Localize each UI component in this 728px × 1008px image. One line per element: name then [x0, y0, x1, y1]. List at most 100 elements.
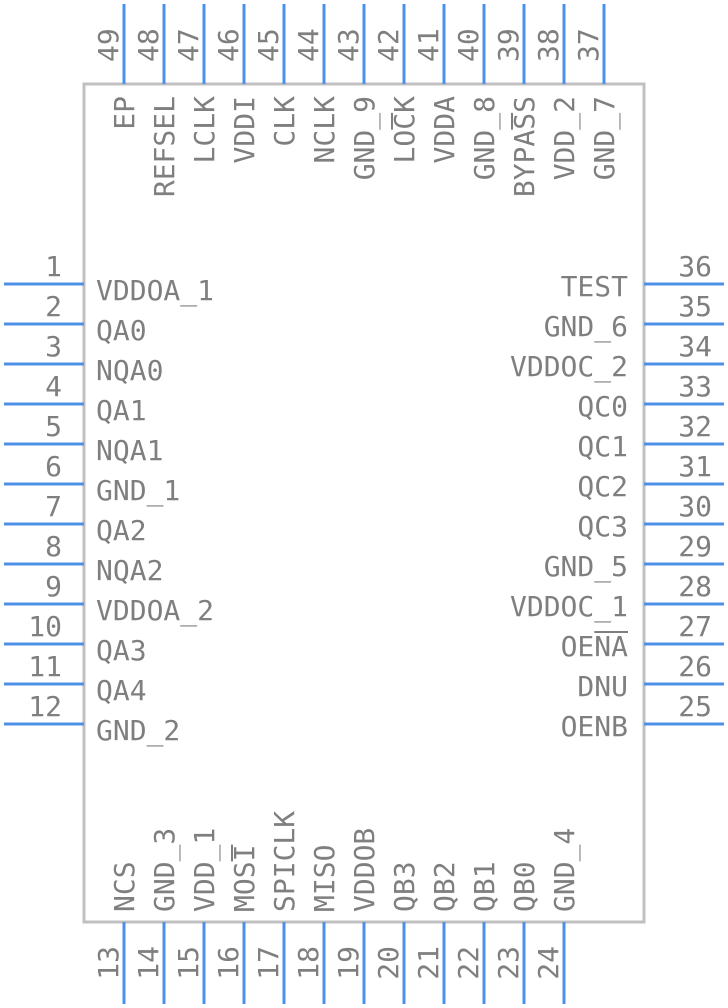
pin-number: 24 [532, 946, 565, 980]
pin-name: QB0 [508, 861, 541, 912]
pin-number: 34 [678, 330, 712, 363]
pin-gnd-3: 14 GND_3 [132, 828, 182, 1004]
pin-number: 49 [92, 28, 125, 62]
pin-number: 11 [28, 650, 62, 683]
pin-name: BYPASS [508, 96, 541, 197]
pin-number: 37 [572, 28, 605, 62]
pin-number: 6 [45, 450, 62, 483]
pin-name: GND_3 [148, 828, 182, 912]
pin-name: VDDA [428, 96, 461, 164]
ic-body [82, 82, 646, 924]
pin-number: 48 [132, 28, 165, 62]
pin-number: 27 [678, 610, 712, 643]
pin-name: MISO [308, 845, 341, 912]
pin-name: EP [108, 96, 141, 130]
pin-name: QA0 [96, 314, 147, 347]
pin-number: 3 [45, 330, 62, 363]
pin-number: 35 [678, 290, 712, 323]
pin-name: QC0 [577, 390, 628, 423]
pin-qb0: 23 QB0 [492, 861, 541, 1004]
pin-number: 25 [678, 690, 712, 723]
pin-number: 17 [252, 946, 285, 980]
pin-number: 32 [678, 410, 712, 443]
pin-number: 1 [45, 250, 62, 283]
pin-number: 39 [492, 28, 525, 62]
pin-name: SPICLK [268, 811, 301, 912]
pin-name: GND_1 [96, 474, 180, 508]
pin-name: NQA1 [96, 434, 163, 467]
pin-name: VDDOA_1 [96, 274, 214, 308]
pin-name: LCLK [188, 96, 221, 164]
pin-name: QC1 [577, 430, 628, 463]
pin-name: MOSI [228, 845, 261, 912]
pin-name: QC2 [577, 470, 628, 503]
pin-name: QB3 [388, 861, 421, 912]
pin-name: NCS [108, 861, 141, 912]
pin-number: 26 [678, 650, 712, 683]
pin-name: TEST [561, 270, 629, 303]
pin-name: LOCK [388, 96, 421, 164]
pin-number: 45 [252, 28, 285, 62]
pin-name: VDDOA_2 [96, 594, 214, 628]
pin-name: NCLK [308, 96, 341, 164]
pin-name: QA1 [96, 394, 147, 427]
pin-number: 4 [45, 370, 62, 403]
pin-name: VDDI [228, 96, 261, 163]
pin-number: 47 [172, 28, 205, 62]
pin-number: 12 [28, 690, 62, 723]
pin-mosi: 16 MOSI [212, 845, 261, 1004]
pin-number: 10 [28, 610, 62, 643]
pin-number: 43 [332, 28, 365, 62]
pin-number: 14 [132, 946, 165, 980]
pin-number: 33 [678, 370, 712, 403]
pin-number: 15 [172, 946, 205, 980]
pin-spiclk: 17 SPICLK [252, 811, 301, 1004]
pin-number: 30 [678, 490, 712, 523]
pin-number: 36 [678, 250, 712, 283]
pin-name: QA4 [96, 674, 147, 707]
pin-number: 16 [212, 946, 245, 980]
pin-name: GND_7 [588, 96, 622, 180]
pin-number: 31 [678, 450, 712, 483]
pin-name: QB1 [468, 861, 501, 912]
pin-number: 44 [292, 28, 325, 62]
pin-name: VDD_2 [548, 96, 582, 180]
pin-number: 21 [412, 946, 445, 980]
pin-name: VDDOC_2 [510, 350, 628, 384]
pin-number: 38 [532, 28, 565, 62]
pin-name: CLK [268, 96, 301, 147]
pin-name: GND_8 [468, 96, 502, 180]
pin-number: 23 [492, 946, 525, 980]
pin-name: GND_6 [544, 310, 628, 344]
